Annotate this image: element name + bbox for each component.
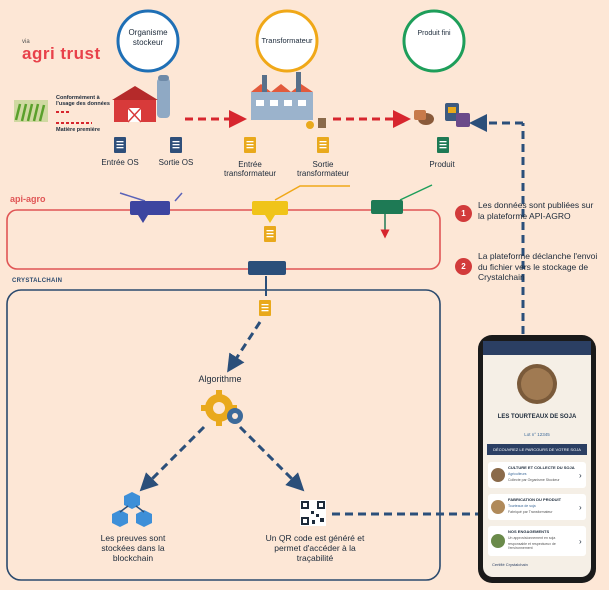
crystalchain-box <box>6 289 441 581</box>
transformer-label: Transformateur <box>261 36 313 45</box>
algorithm-label: Algorithme <box>198 374 242 384</box>
phone-footer[interactable]: Certifié Crystalchain <box>492 562 528 567</box>
phone-card-line: Agriculteurs <box>508 472 527 476</box>
phone-card-line: Tourteaux de soja <box>508 504 536 508</box>
step-1-text: Les données sont publiées sur la platefo… <box>478 200 594 221</box>
storer-circle <box>116 9 180 73</box>
brand-logo: agri trust <box>22 44 101 63</box>
blockchain-icon <box>112 492 152 527</box>
qr-label: Un QR code est généré et permet d'accéde… <box>265 533 365 563</box>
phone-mockup: › › › <box>478 335 596 583</box>
doc-icon <box>264 226 276 242</box>
doc-label-sortie-transformateur: Sortie transformateur <box>296 160 350 179</box>
step-1-badge: 1 <box>455 205 472 222</box>
product-icon <box>414 103 470 127</box>
gear-icon <box>201 390 243 426</box>
phone-banner: DÉCOUVREZ LE PARCOURS DE VOTRE SOJA <box>493 447 581 452</box>
doc-label-entree-os: Entrée OS <box>101 158 139 167</box>
phone-card-line: Collecte par Organisme Stockeur <box>508 478 560 482</box>
doc-icon <box>259 300 271 316</box>
svg-text:›: › <box>579 537 582 546</box>
api-connector-transformer <box>252 201 288 223</box>
phone-card-title: FABRICATION DU PRODUIT <box>508 497 562 502</box>
phone-card-title: NOS ENGAGEMENTS <box>508 529 550 534</box>
factory-icon <box>251 72 326 129</box>
phone-subtitle: Lot n° 12345 <box>524 432 550 437</box>
phone-card-line: Un approvisionnement en soja <box>508 536 556 540</box>
doc-icon <box>317 137 329 153</box>
api-connector-product <box>371 200 403 239</box>
qr-code-icon <box>300 500 326 526</box>
wheat-icon <box>14 100 48 122</box>
phone-card-line: responsable et respectueux de l'environn… <box>508 542 556 550</box>
crystal-connector <box>248 261 286 275</box>
product-label: Produit fini <box>417 30 451 37</box>
barn-icon <box>112 75 170 123</box>
legend-conformity: Conformément à l'usage des données <box>56 95 110 108</box>
api-agro-label: api-agro <box>10 194 46 204</box>
blockchain-label: Les preuves sont stockées dans la blockc… <box>100 533 166 563</box>
phone-card-title: CULTURE ET COLLECTE DU SOJA <box>508 465 575 470</box>
step-2-badge: 2 <box>455 258 472 275</box>
to-algorithm-arrow <box>227 321 262 373</box>
doc-label-sortie-os: Sortie OS <box>158 158 194 167</box>
product-circle <box>402 9 466 73</box>
doc-label-entree-transformateur: Entrée transformateur <box>223 160 277 179</box>
api-agro-box <box>6 209 441 270</box>
doc-icon <box>244 137 256 153</box>
phone-title: LES TOURTEAUX DE SOJA <box>497 414 577 420</box>
doc-icon <box>437 137 449 153</box>
transformer-circle <box>255 9 319 73</box>
doc-label-produit: Produit <box>429 160 455 169</box>
brand-via: via <box>22 39 30 45</box>
svg-text:›: › <box>579 471 582 480</box>
phone-card-line: Fabriqué par Transformateur <box>508 510 553 514</box>
svg-text:›: › <box>579 503 582 512</box>
step-2-text: La plateforme déclanche l'envoi du fichi… <box>478 251 598 283</box>
to-blockchain-arrow <box>139 425 206 492</box>
crystalchain-label: CRYSTALCHAIN <box>12 278 63 284</box>
to-qr-arrow <box>238 425 305 492</box>
doc-icon <box>170 137 182 153</box>
doc-icon <box>114 137 126 153</box>
storer-label: Organisme stockeur <box>128 28 168 47</box>
legend-raw-material: Matière première <box>56 127 101 133</box>
api-connector-storer <box>130 201 170 223</box>
